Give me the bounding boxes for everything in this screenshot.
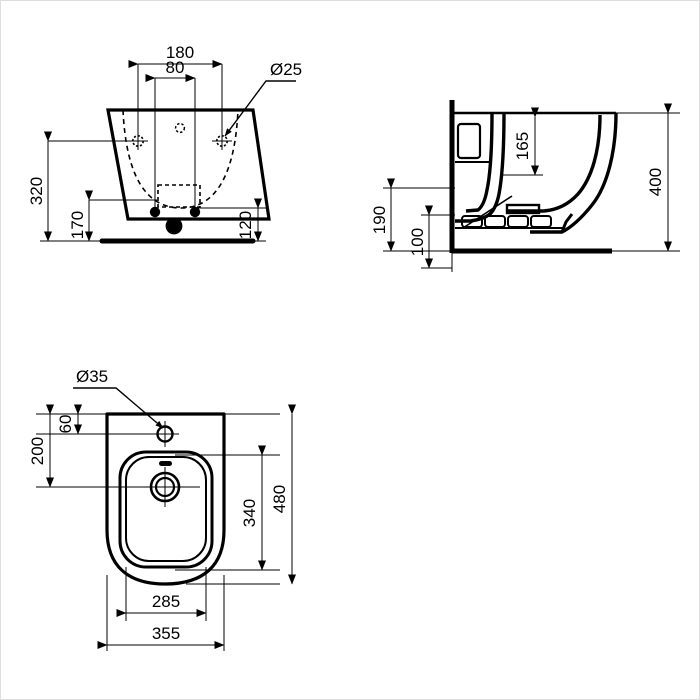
front-waste-dot-center (165, 217, 183, 235)
dimension-side-190: 190 (370, 178, 455, 252)
leader-line-plan-d35 (73, 387, 164, 429)
leader-line-front-d25 (224, 80, 296, 137)
dimension-front-diameter-25: Ø25 (224, 60, 302, 137)
side-bowl-front-lip-inner (455, 111, 506, 223)
side-bowl-front-lip (465, 111, 494, 213)
dim-label-plan-d35: Ø35 (76, 367, 108, 386)
dimension-side-400: 400 (606, 103, 680, 252)
front-overflow-circle (174, 122, 186, 134)
side-diagonal-brace (462, 195, 513, 229)
plan-body-outline (105, 412, 226, 586)
side-body-outer-profile (530, 112, 618, 234)
side-bowl-shelf (505, 203, 541, 215)
front-body-outline (106, 108, 271, 221)
dim-label-plan-200: 200 (28, 437, 47, 465)
dimension-front-320: 320 (27, 131, 140, 242)
dim-label-front-170: 170 (68, 211, 87, 239)
dim-label-plan-285: 285 (152, 592, 180, 611)
plan-bowl-outline (118, 450, 214, 569)
dimension-front-80: 80 (145, 58, 196, 82)
dimension-plan-diameter-35: Ø35 (73, 367, 164, 429)
dim-label-side-165: 165 (513, 132, 532, 160)
dimension-front-180: 180 (128, 43, 223, 68)
plan-bowl-inner-rim (125, 456, 207, 562)
dimension-plan-480: 480 (270, 404, 296, 585)
dim-label-front-d25: Ø25 (270, 60, 302, 79)
dim-label-plan-60: 60 (56, 415, 75, 434)
side-elevation-view: 165 400 190 100 (370, 100, 680, 272)
side-foot-detail (560, 213, 574, 233)
dim-label-front-80: 80 (166, 58, 185, 77)
dim-label-side-100: 100 (408, 228, 427, 256)
dimension-plan-60: 60 (56, 404, 82, 435)
dim-label-front-320: 320 (27, 177, 46, 205)
dim-label-front-120: 120 (236, 211, 255, 239)
dimension-side-165: 165 (502, 107, 543, 176)
dimension-front-120: 120 (196, 198, 266, 242)
dim-label-plan-355: 355 (152, 624, 180, 643)
side-wall-bracket (456, 122, 482, 160)
dimension-plan-200: 200 (28, 404, 54, 488)
front-bowl-dashed-outline (122, 109, 239, 209)
dim-label-side-190: 190 (370, 206, 389, 234)
dimension-side-100: 100 (408, 205, 455, 272)
plan-view: Ø35 60 200 340 480 285 355 (28, 367, 296, 651)
dimension-plan-285: 285 (116, 592, 207, 617)
front-drain-dashed-box (157, 184, 201, 208)
dim-label-side-400: 400 (646, 168, 665, 196)
dimension-front-170: 170 (68, 190, 157, 242)
plan-overflow-slot (159, 461, 172, 466)
dim-label-plan-340: 340 (240, 499, 259, 527)
front-elevation-view: 180 80 Ø25 320 170 1 (27, 43, 302, 244)
side-bowl-inner-wall (506, 114, 602, 213)
dim-label-front-180: 180 (166, 43, 194, 62)
dim-label-plan-480: 480 (270, 485, 289, 513)
dimension-plan-340: 340 (240, 445, 266, 571)
dimension-plan-355: 355 (97, 624, 225, 649)
